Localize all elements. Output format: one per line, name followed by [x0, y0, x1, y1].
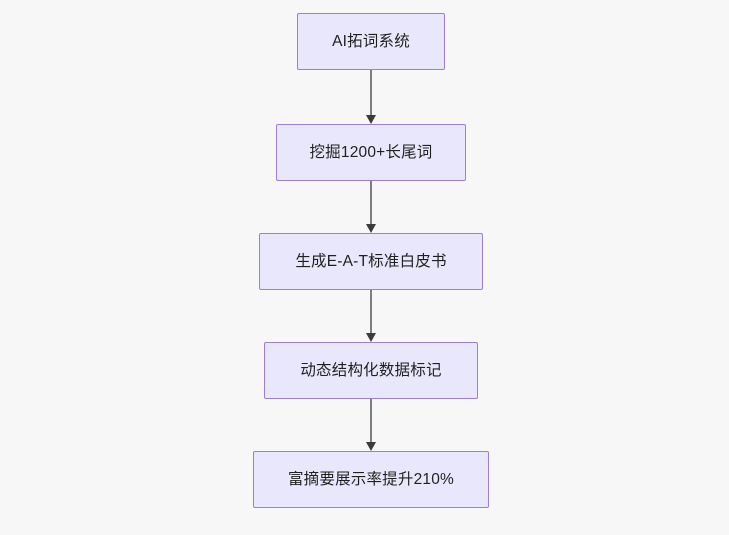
edge-line: [370, 181, 372, 224]
flow-edge-2-to-3: [361, 181, 381, 233]
arrowhead-icon: [366, 442, 376, 451]
edge-line: [370, 399, 372, 442]
flow-edge-4-to-5: [361, 399, 381, 451]
flow-node-generate-eat-whitepaper[interactable]: 生成E-A-T标准白皮书: [259, 233, 483, 290]
flow-edge-1-to-2: [361, 70, 381, 124]
flow-node-label: AI拓词系统: [332, 32, 410, 50]
flow-node-label: 生成E-A-T标准白皮书: [295, 252, 447, 270]
flow-node-rich-snippet-impression-lift[interactable]: 富摘要展示率提升210%: [253, 451, 489, 508]
arrowhead-icon: [366, 115, 376, 124]
flow-edge-3-to-4: [361, 290, 381, 342]
edge-line: [370, 70, 372, 115]
flow-node-label: 挖掘1200+长尾词: [309, 143, 433, 161]
arrowhead-icon: [366, 333, 376, 342]
flow-node-dynamic-structured-data-markup[interactable]: 动态结构化数据标记: [264, 342, 478, 399]
flow-node-label: 富摘要展示率提升210%: [287, 470, 455, 488]
arrowhead-icon: [366, 224, 376, 233]
flow-node-label: 动态结构化数据标记: [300, 361, 442, 379]
flow-node-mine-longtail-keywords[interactable]: 挖掘1200+长尾词: [276, 124, 466, 181]
flow-node-ai-keyword-system[interactable]: AI拓词系统: [297, 13, 445, 70]
edge-line: [370, 290, 372, 333]
